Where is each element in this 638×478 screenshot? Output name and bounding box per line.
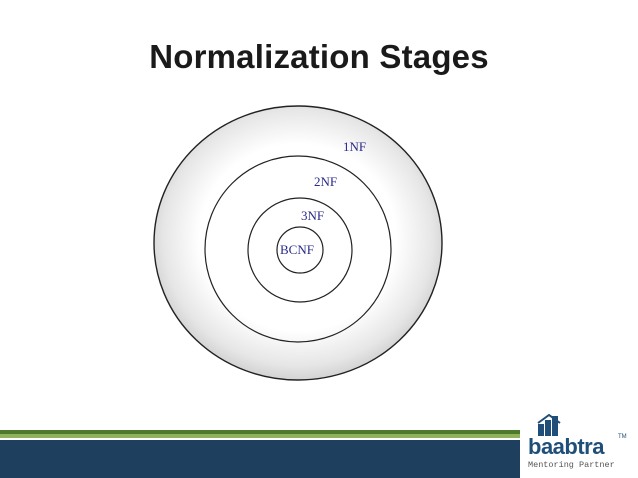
footer-bar-green-light [0,434,520,438]
logo-wordmark: baabtra [528,434,604,459]
label-2nf: 2NF [314,174,337,189]
footer-bars [0,430,520,478]
logo-tagline: Mentoring Partner [528,460,615,470]
logo-mark-icon [537,414,561,436]
slide-title: Normalization Stages [149,38,489,75]
label-3nf: 3NF [301,208,324,223]
label-1nf: 1NF [343,139,366,154]
logo-trademark: TM [618,434,627,440]
footer-bar-white [0,438,520,440]
footer-bar-navy [0,440,520,478]
label-bcnf: BCNF [280,242,314,257]
baabtra-logo: baabtra TM Mentoring Partner [524,414,634,474]
ring-3nf [247,197,353,303]
ring-2nf [204,155,392,343]
footer-bar-green-dark [0,430,520,434]
ring-bcnf [276,226,324,274]
ring-1nf [153,105,443,381]
